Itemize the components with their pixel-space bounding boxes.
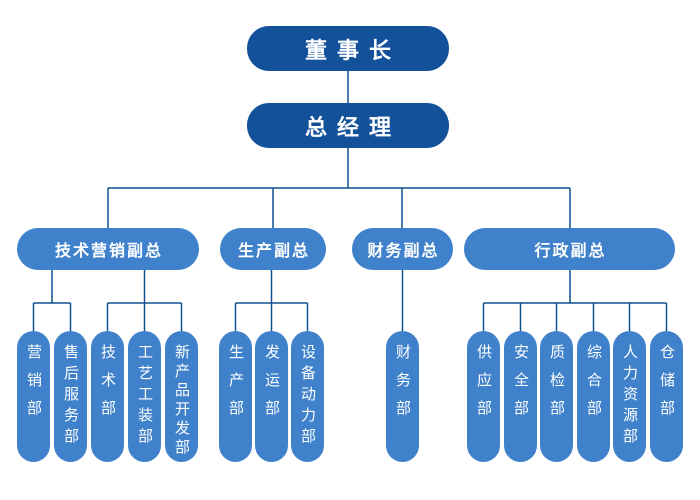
node-dept-finance-label: 财务部 xyxy=(394,344,411,428)
node-vp-production: 生产副总 xyxy=(220,228,326,270)
node-dept-process-tooling: 工艺工装部 xyxy=(128,331,161,462)
node-dept-general-affairs: 综合部 xyxy=(577,331,610,462)
node-dept-warehouse: 仓储部 xyxy=(650,331,683,462)
node-dept-production-label: 生产部 xyxy=(227,344,244,428)
node-dept-technology: 技术部 xyxy=(91,331,124,462)
node-chairman: 董事长 xyxy=(247,26,449,71)
node-dept-human-resources-label: 人力资源部 xyxy=(621,344,638,449)
node-dept-warehouse-label: 仓储部 xyxy=(658,344,675,428)
node-vp-finance-label: 财务副总 xyxy=(367,243,440,260)
node-dept-finance: 财务部 xyxy=(386,331,419,462)
node-dept-equipment-power: 设备动力部 xyxy=(291,331,324,462)
node-dept-safety-label: 安全部 xyxy=(512,344,529,428)
node-dept-supply: 供应部 xyxy=(467,331,500,462)
node-dept-shipping: 发运部 xyxy=(255,331,288,462)
node-chairman-label: 董事长 xyxy=(304,37,401,63)
node-general-manager-label: 总经理 xyxy=(304,114,401,140)
node-dept-general-affairs-label: 综合部 xyxy=(585,344,602,428)
node-dept-new-product-dev-label: 新产品开发部 xyxy=(173,344,190,458)
node-vp-tech-marketing: 技术营销副总 xyxy=(17,228,199,270)
node-dept-marketing-label: 营销部 xyxy=(25,344,42,428)
node-dept-production: 生产部 xyxy=(219,331,252,462)
node-vp-production-label: 生产副总 xyxy=(237,243,310,260)
node-general-manager: 总经理 xyxy=(247,103,449,148)
node-dept-supply-label: 供应部 xyxy=(475,344,492,428)
node-dept-safety: 安全部 xyxy=(504,331,537,462)
node-vp-admin: 行政副总 xyxy=(464,228,675,270)
node-dept-quality-inspection: 质检部 xyxy=(540,331,573,462)
node-dept-new-product-dev: 新产品开发部 xyxy=(165,331,198,462)
node-dept-after-sales-service-label: 售后服务部 xyxy=(62,344,79,449)
node-dept-quality-inspection-label: 质检部 xyxy=(548,344,565,428)
node-vp-tech-marketing-label: 技术营销副总 xyxy=(54,243,163,260)
node-dept-equipment-power-label: 设备动力部 xyxy=(299,344,316,449)
node-vp-finance: 财务副总 xyxy=(352,228,453,270)
node-dept-technology-label: 技术部 xyxy=(99,344,116,428)
node-dept-marketing: 营销部 xyxy=(17,331,50,462)
node-dept-after-sales-service: 售后服务部 xyxy=(54,331,87,462)
node-dept-human-resources: 人力资源部 xyxy=(613,331,646,462)
node-dept-shipping-label: 发运部 xyxy=(263,344,280,428)
node-vp-admin-label: 行政副总 xyxy=(534,243,607,260)
node-dept-process-tooling-label: 工艺工装部 xyxy=(136,344,153,449)
